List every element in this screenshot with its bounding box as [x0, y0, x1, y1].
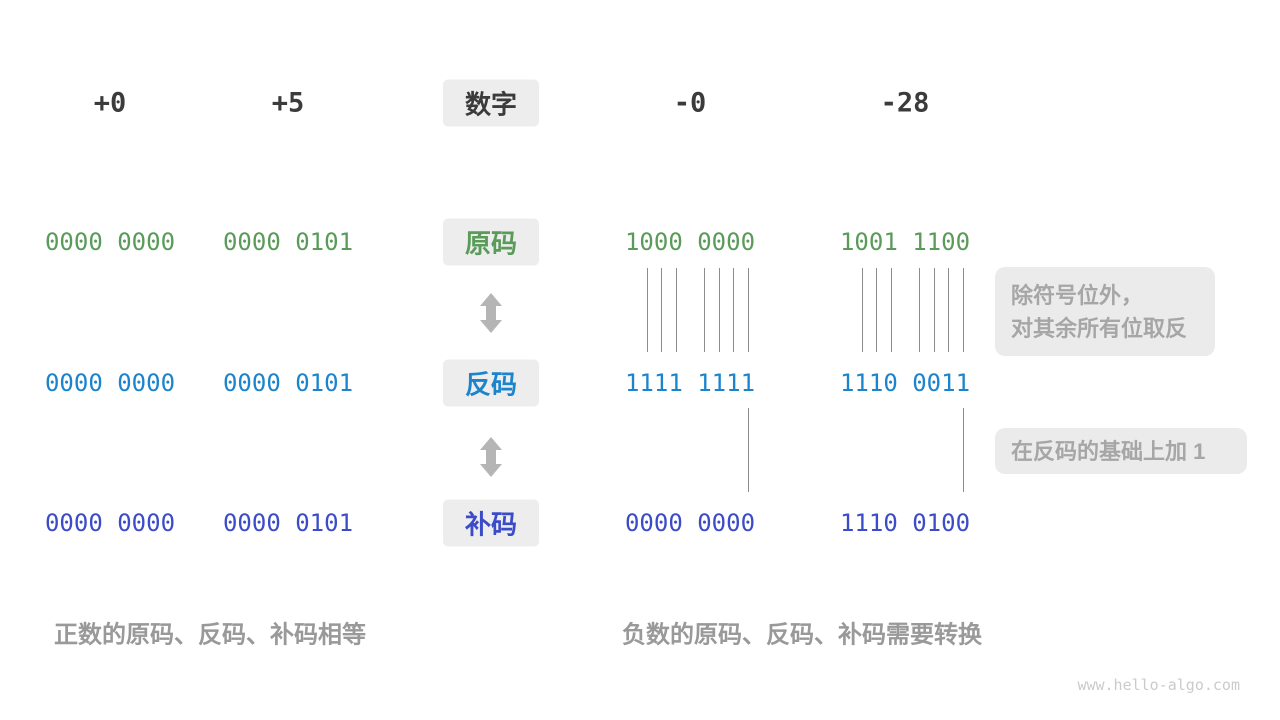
bit-tick-line — [661, 268, 662, 352]
twos-complement-value: 1110 0100 — [839, 509, 971, 537]
updown-arrow-icon — [479, 293, 503, 333]
twos-complement-label-box: 补码 — [443, 499, 539, 547]
sign-magnitude-value: 1001 1100 — [839, 228, 971, 256]
ones-complement-value: 0000 0101 — [222, 369, 354, 397]
updown-arrow-icon — [479, 437, 503, 477]
sign-magnitude-value: 0000 0101 — [222, 228, 354, 256]
invert-bits-note-line2: 对其余所有位取反 — [1011, 315, 1188, 341]
bit-tick-line — [748, 268, 749, 352]
bit-tick-line — [919, 268, 920, 352]
bit-tick-line — [876, 268, 877, 352]
twos-complement-label: 补码 — [464, 509, 517, 540]
negative-numbers-caption: 负数的原码、反码、补码需要转换 — [622, 621, 982, 649]
ones-complement-value: 1111 1111 — [624, 369, 756, 397]
ones-complement-value: 0000 0000 — [44, 369, 176, 397]
sign-magnitude-label: 原码 — [464, 228, 517, 259]
bit-tick-line — [733, 268, 734, 352]
twos-complement-value: 0000 0000 — [44, 509, 176, 537]
decimal-minus-zero: -0 — [673, 87, 707, 119]
watermark-url: www.hello-algo.com — [1077, 676, 1240, 694]
add-one-note: 在反码的基础上加 1 — [995, 428, 1247, 474]
ones-complement-label-box: 反码 — [443, 359, 539, 407]
bit-tick-line — [719, 268, 720, 352]
bit-tick-line — [862, 268, 863, 352]
invert-bits-note-line1: 除符号位外， — [1011, 282, 1144, 308]
bit-tick-line — [891, 268, 892, 352]
bit-tick-line — [934, 268, 935, 352]
lsb-tick-line — [963, 408, 964, 492]
decimal-minus-28: -28 — [880, 87, 930, 119]
sign-magnitude-label-box: 原码 — [443, 218, 539, 266]
twos-complement-value: 0000 0101 — [222, 509, 354, 537]
twos-complement-value: 0000 0000 — [624, 509, 756, 537]
invert-bits-note: 除符号位外， 对其余所有位取反 — [995, 267, 1215, 356]
bit-tick-line — [647, 268, 648, 352]
header-label-box: 数字 — [443, 79, 539, 127]
decimal-plus-five: +5 — [271, 87, 305, 119]
ones-complement-value: 1110 0011 — [839, 369, 971, 397]
decimal-plus-zero: +0 — [93, 87, 127, 119]
header-label: 数字 — [464, 89, 517, 120]
sign-magnitude-value: 0000 0000 — [44, 228, 176, 256]
bit-tick-line — [948, 268, 949, 352]
ones-complement-label: 反码 — [464, 369, 517, 400]
bit-tick-line — [676, 268, 677, 352]
bit-tick-line — [704, 268, 705, 352]
positive-numbers-caption: 正数的原码、反码、补码相等 — [54, 621, 366, 649]
sign-magnitude-value: 1000 0000 — [624, 228, 756, 256]
add-one-note-text: 在反码的基础上加 1 — [1011, 438, 1206, 464]
lsb-tick-line — [748, 408, 749, 492]
bit-tick-line — [963, 268, 964, 352]
